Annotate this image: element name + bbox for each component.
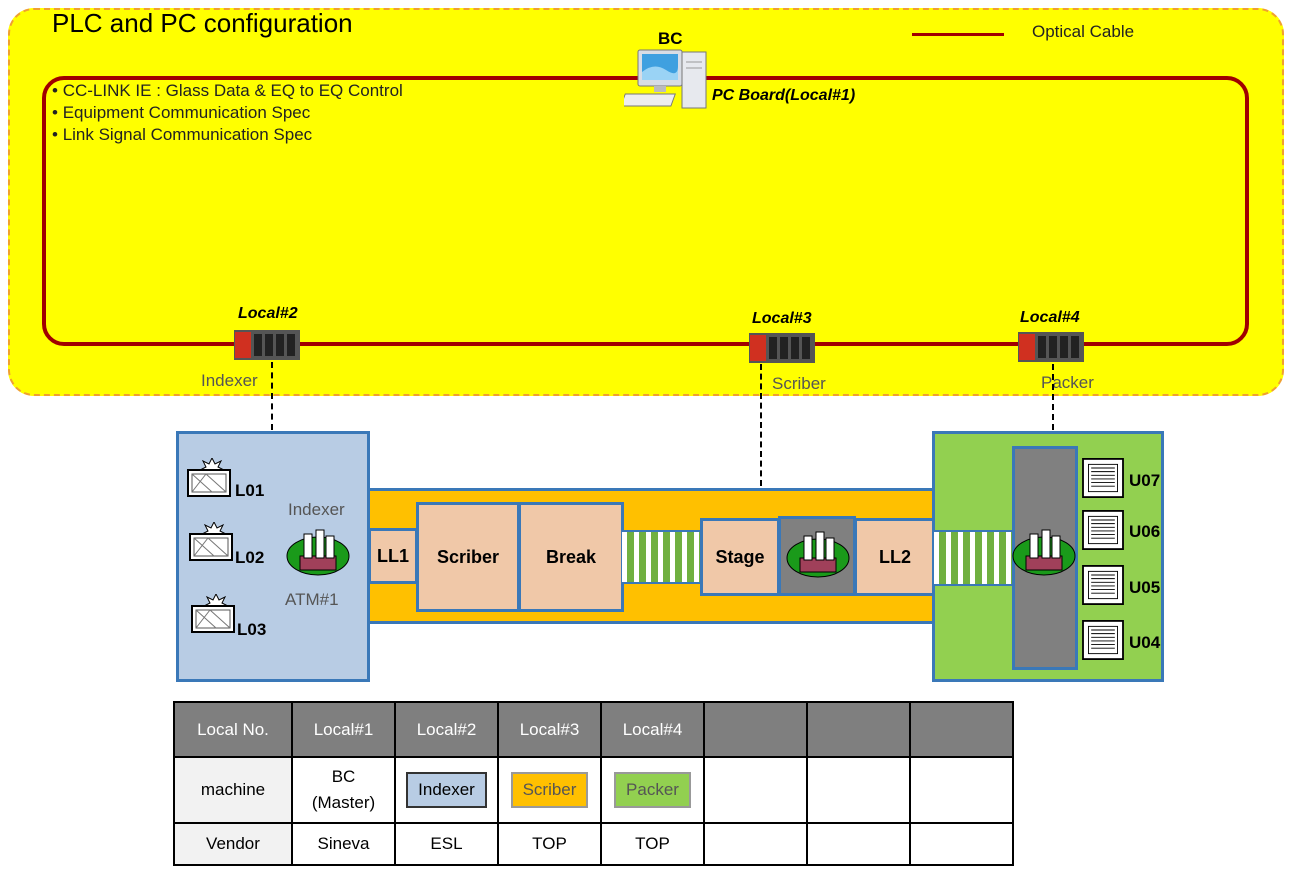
table-row: machine BC (Master) Indexer Scriber Pack… [173,756,1014,824]
local-4-label: Local#4 [1020,309,1080,326]
table-header: Local#3 [497,701,602,758]
table-row-header: machine [173,756,293,824]
plc-icon [749,333,815,363]
port-label: U07 [1129,471,1161,490]
conveyor [934,530,1014,586]
transfer-robot-icon [1012,529,1076,576]
station-break: Break [518,502,624,612]
diagram-title: PLC and PC configuration [52,8,353,38]
local-2-label: Local#2 [238,305,298,322]
spec-bullet: CC-LINK IE : Glass Data & EQ to EQ Contr… [52,80,403,102]
station-ll1: LL1 [368,528,418,584]
table-header: Local No. [173,701,293,758]
connector-line [760,364,762,486]
robot-label: ATM#1 [285,590,339,609]
port-label: U05 [1129,578,1161,597]
table-cell [909,822,1014,866]
optical-cable-legend-line [912,33,1004,36]
port-label: U06 [1129,522,1161,541]
table-cell [806,822,911,866]
indexer-chip: Indexer [406,772,487,808]
optical-cable-legend-label: Optical Cable [1032,22,1135,41]
local-3-machine: Scriber [772,374,826,393]
connector-line [271,362,273,430]
spec-bullet: Link Signal Communication Spec [52,124,403,146]
station-scriber: Scriber [416,502,520,612]
scriber-chip: Scriber [510,772,589,808]
table-cell [909,756,1014,824]
local-4-machine: Packer [1041,373,1094,392]
table-cell: Packer [600,756,705,824]
cassette-port-icon [187,458,231,497]
connector-line [1052,364,1054,430]
plc-icon [234,330,300,360]
unloader-port-icon [1082,565,1124,605]
table-header [909,701,1014,758]
table-cell [703,822,808,866]
station-ll2: LL2 [854,518,936,596]
computer-icon [624,49,707,109]
local-3-label: Local#3 [752,310,812,327]
station-stage: Stage [700,518,780,596]
table-header [806,701,911,758]
port-label: U04 [1129,633,1161,652]
spec-bullet: Equipment Communication Spec [52,102,403,124]
table-row: Vendor Sineva ESL TOP TOP [173,822,1014,866]
table-cell [703,756,808,824]
cassette-port-icon [191,594,235,633]
table-header: Local#2 [394,701,499,758]
indexer-label: Indexer [288,500,345,519]
table-header: Local#4 [600,701,705,758]
table-header: Local#1 [291,701,396,758]
unloader-port-icon [1082,620,1124,660]
table-cell: TOP [600,822,705,866]
cassette-port-icon [189,522,233,561]
table-row-header: Vendor [173,822,293,866]
spec-bullet-list: CC-LINK IE : Glass Data & EQ to EQ Contr… [52,80,403,146]
local-vendor-table: Local No. Local#1 Local#2 Local#3 Local#… [173,701,1014,866]
transfer-robot-icon [786,531,850,578]
unloader-port-icon [1082,458,1124,498]
conveyor [622,530,700,584]
table-cell: Indexer [394,756,499,824]
table-cell: ESL [394,822,499,866]
table-cell [806,756,911,824]
pc-board-label: PC Board(Local#1) [712,87,856,104]
port-label: L03 [237,620,267,639]
local-2-machine: Indexer [201,371,258,390]
bc-label: BC [658,29,683,48]
table-cell: BC (Master) [291,756,396,824]
table-header-row: Local No. Local#1 Local#2 Local#3 Local#… [173,701,1014,758]
table-header [703,701,808,758]
table-cell: Scriber [497,756,602,824]
port-label: L01 [235,481,265,500]
table-cell: Sineva [291,822,396,866]
plc-icon [1018,332,1084,362]
transfer-robot-icon [286,529,350,576]
table-cell: TOP [497,822,602,866]
packer-chip: Packer [614,772,691,808]
unloader-port-icon [1082,510,1124,550]
port-label: L02 [235,548,265,567]
